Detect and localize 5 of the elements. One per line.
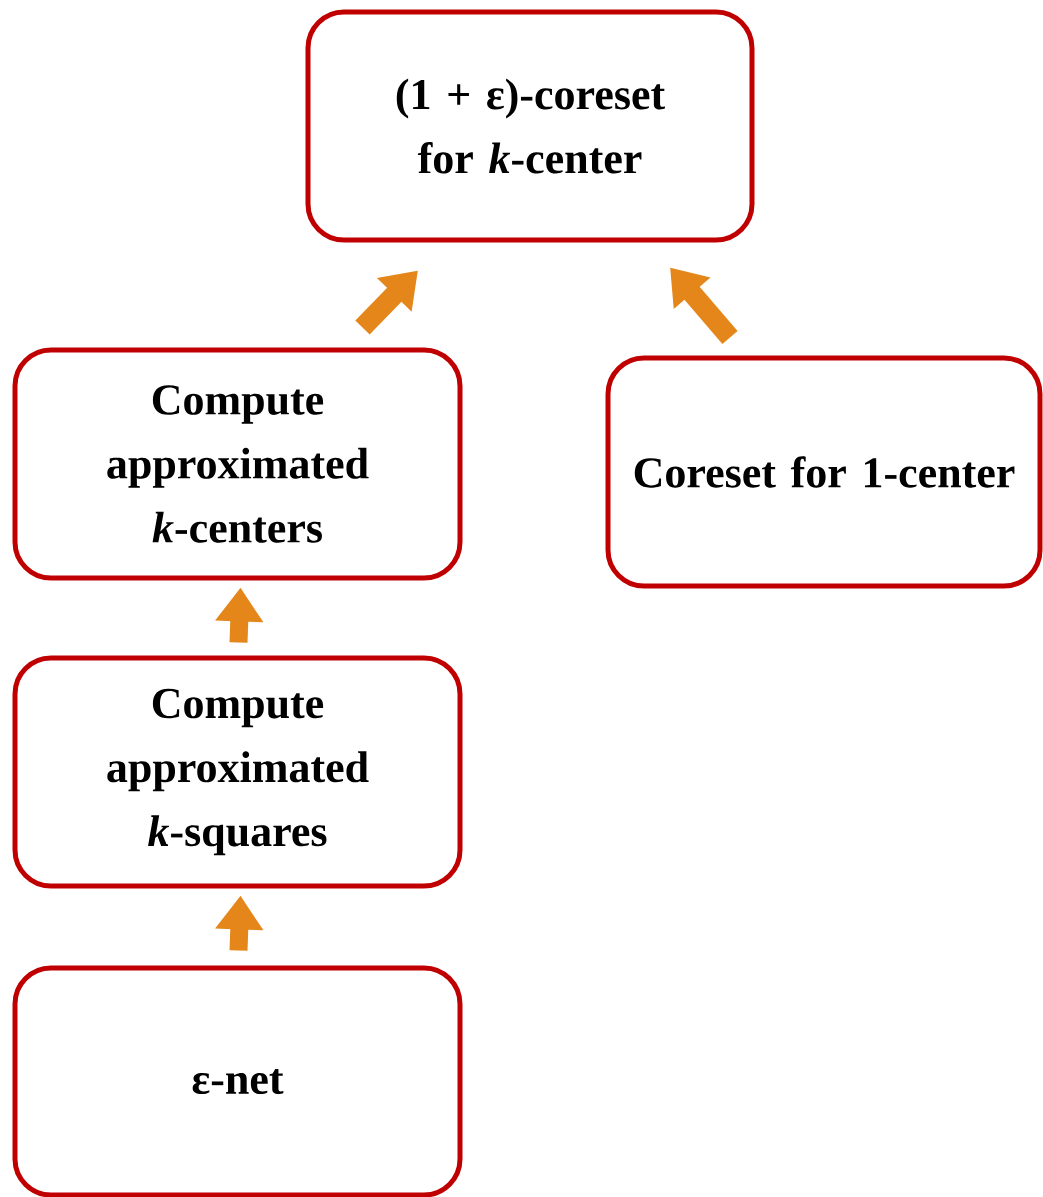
process-box: (1 + ε)-coreset for k-center	[305, 9, 755, 243]
process-box: ε-net	[12, 965, 463, 1197]
process-box: Compute approximated k-squares	[12, 655, 463, 889]
process-box: Compute approximated k-centers	[12, 347, 463, 581]
process-box: Coreset for 1-center	[605, 355, 1043, 589]
